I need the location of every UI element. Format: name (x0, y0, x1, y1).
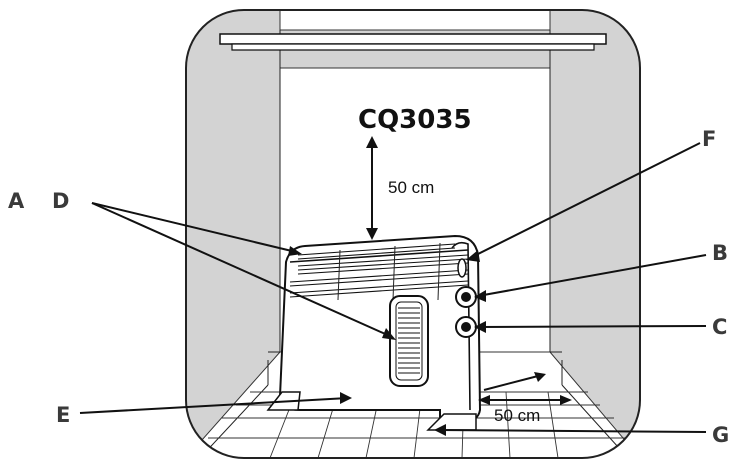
indicator-light (457, 258, 467, 278)
callout-d: D (52, 189, 69, 213)
callout-g: G (712, 423, 729, 447)
heater (266, 234, 482, 431)
callout-b: B (712, 241, 728, 265)
top-clearance-dimension: 50 cm (366, 136, 434, 240)
callout-f: F (702, 127, 716, 151)
side-clearance-label: 50 cm (494, 406, 540, 425)
callout-a: A (8, 189, 25, 213)
model-label: CQ3035 (358, 105, 472, 135)
callout-e: E (56, 403, 70, 427)
leader-lines (79, 142, 707, 433)
side-clearance-dimension: 50 cm (478, 372, 572, 425)
callout-c: C (712, 315, 727, 339)
top-clearance-label: 50 cm (388, 178, 434, 197)
